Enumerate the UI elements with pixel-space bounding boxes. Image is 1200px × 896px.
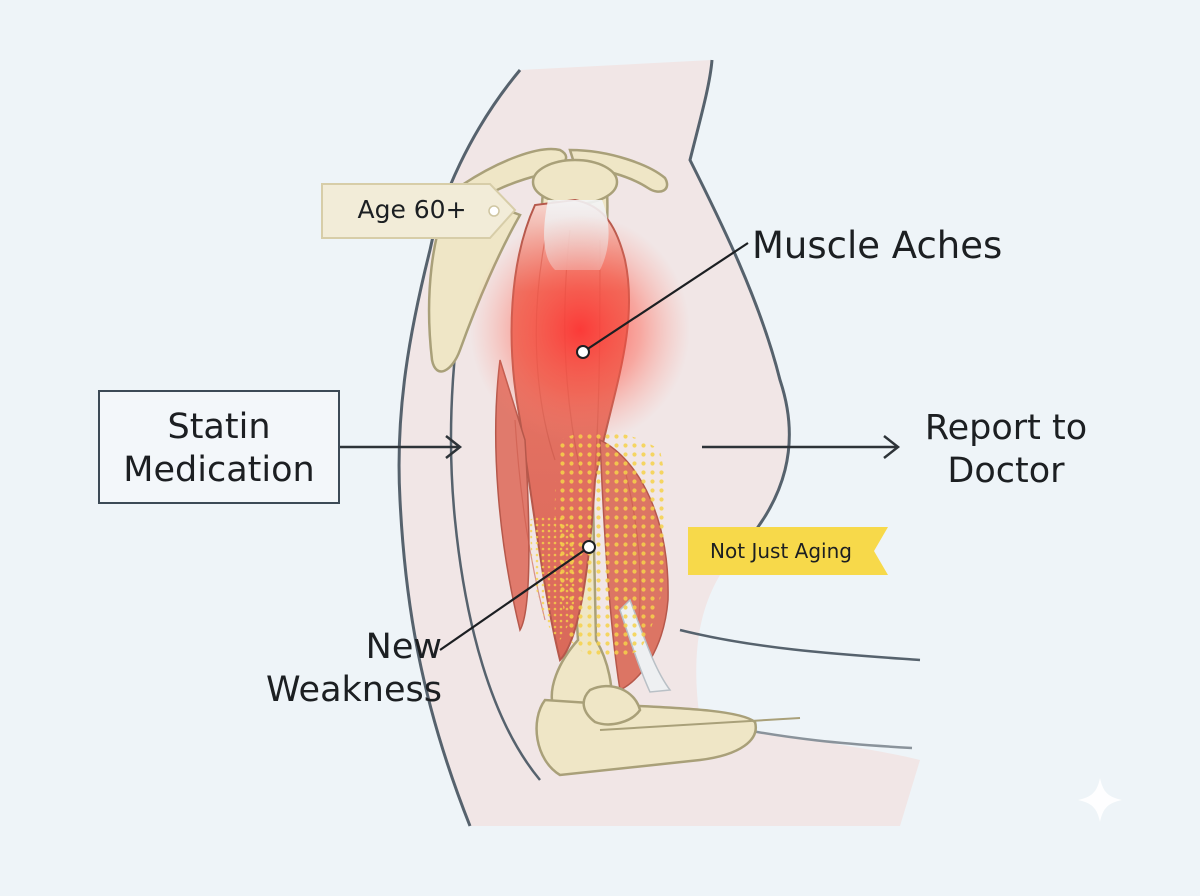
muscle-ache-glow xyxy=(470,215,690,445)
statin-label-line2: Medication xyxy=(123,450,315,490)
age-tag xyxy=(321,183,517,239)
weakness-marker xyxy=(582,540,596,554)
muscle-aches-label: Muscle Aches xyxy=(752,224,1003,267)
not-just-aging-banner xyxy=(688,527,888,575)
weakness-leader xyxy=(439,546,590,651)
statin-medication-box xyxy=(98,390,340,504)
weakness-dots-area xyxy=(530,431,669,659)
age-tag-label: Age 60+ xyxy=(357,195,467,224)
statin-label-line1: Statin xyxy=(167,407,271,447)
weakness-label-line2: Weakness xyxy=(266,670,442,710)
muscle-aches-leader xyxy=(582,242,749,353)
muscle-aches-marker xyxy=(576,345,590,359)
forearm-bones xyxy=(535,684,801,777)
report-arrow xyxy=(702,435,901,459)
statin-arrow xyxy=(340,435,463,459)
report-label-line1: Report to xyxy=(924,408,1088,448)
report-label-line2: Doctor xyxy=(947,451,1065,491)
sparkle-icon xyxy=(1078,778,1122,822)
weakness-label-line1: New xyxy=(365,627,442,667)
not-just-aging-label: Not Just Aging xyxy=(710,539,852,563)
